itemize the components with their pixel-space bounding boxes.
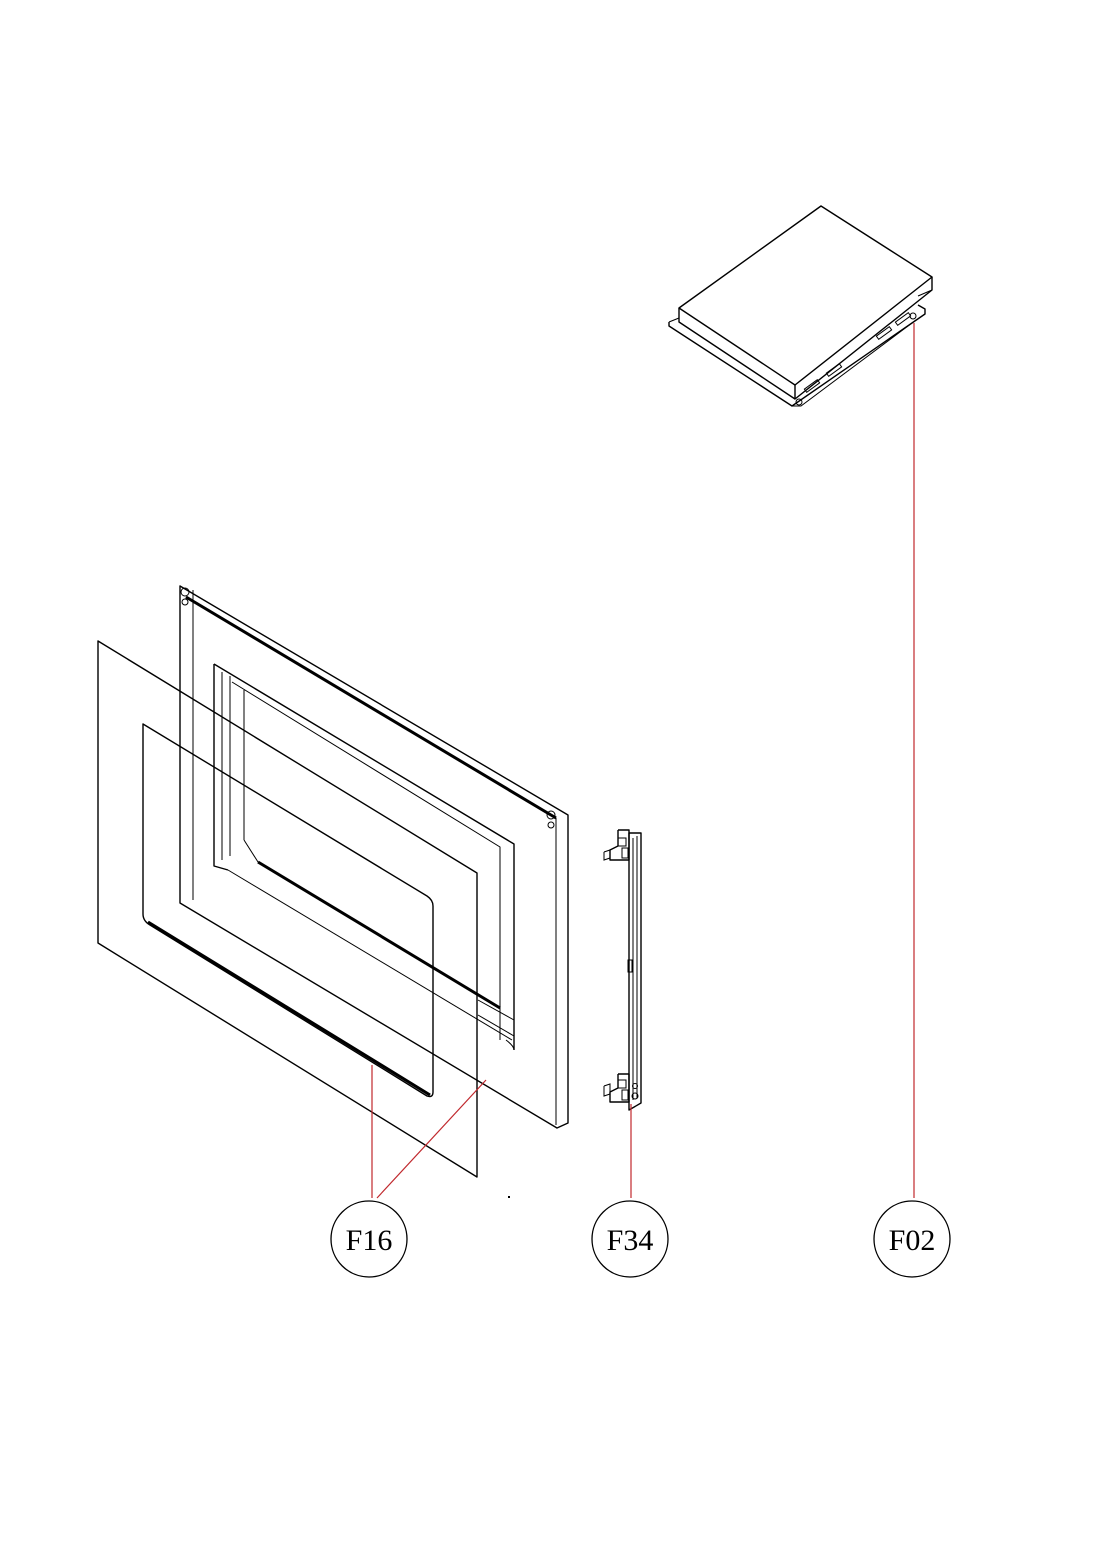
callout-f16-label: F16 bbox=[346, 1224, 393, 1257]
part-f34-hinge-bar bbox=[603, 829, 642, 1111]
callout-f34-label: F34 bbox=[607, 1224, 654, 1257]
stray-dot bbox=[508, 1196, 510, 1198]
callout-f16: F16 bbox=[330, 1200, 408, 1278]
leader-f16-rear bbox=[376, 1079, 487, 1199]
callout-f02: F02 bbox=[873, 1200, 951, 1278]
part-f16-front-glass bbox=[97, 640, 478, 1178]
callout-f16-ring bbox=[330, 1200, 408, 1278]
leader-lines bbox=[371, 323, 915, 1199]
part-f02-control-box bbox=[668, 205, 933, 407]
door-frame-rear bbox=[179, 585, 569, 1129]
callout-f02-label: F02 bbox=[889, 1224, 936, 1257]
callout-f34-ring bbox=[591, 1200, 669, 1278]
callout-f34: F34 bbox=[591, 1200, 669, 1278]
callout-f02-ring bbox=[873, 1200, 951, 1278]
